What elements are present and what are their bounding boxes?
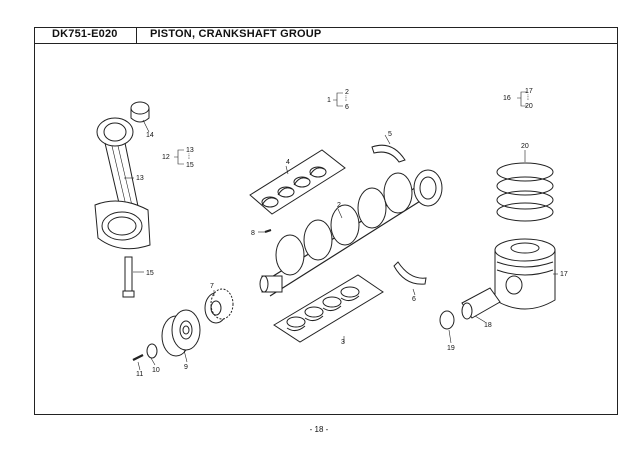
- callout-19: 19: [447, 345, 455, 352]
- callout-4: 4: [286, 159, 290, 166]
- callout-16: 16: [503, 95, 511, 102]
- callout-2-range-start: 2: [345, 89, 349, 96]
- header-divider: [136, 27, 137, 43]
- callout-range-ellipsis-2: ⁞: [527, 95, 529, 102]
- main-bearing-lower-set: [273, 274, 384, 343]
- callout-18: 18: [484, 322, 492, 329]
- callout-7: 7: [210, 283, 214, 290]
- callout-labels: 1 2 ⁞ 6 16 17 ⁞ 20 12 13 ⁞ 15 14 13 15 4…: [136, 88, 568, 378]
- crankshaft-pulley: [161, 309, 201, 357]
- snap-ring: [439, 310, 455, 330]
- callout-3: 3: [341, 339, 345, 346]
- callout-20: 20: [521, 143, 529, 150]
- callout-20-range-end: 20: [525, 103, 533, 110]
- callout-5: 5: [388, 131, 392, 138]
- callout-17: 17: [560, 271, 568, 278]
- callout-6: 6: [412, 296, 416, 303]
- callout-14: 14: [146, 132, 154, 139]
- callout-range-ellipsis: ⁞: [345, 96, 347, 103]
- thrust-washers: [371, 144, 427, 285]
- dowel-pin: [264, 229, 272, 233]
- diagram-frame: [34, 27, 618, 415]
- callout-13-range-start: 13: [186, 147, 194, 154]
- part-group-code: DK751-E020: [52, 28, 118, 40]
- callout-10: 10: [152, 367, 160, 374]
- piston-pin: [461, 287, 501, 320]
- collar: [146, 343, 158, 359]
- callout-9: 9: [184, 364, 188, 371]
- callout-8: 8: [251, 230, 255, 237]
- piston-drawing: [494, 238, 556, 310]
- connecting-rod-drawing: [94, 101, 151, 298]
- crankshaft-drawing: [259, 169, 443, 297]
- page-number: - 18 -: [309, 425, 329, 434]
- callout-range-ellipsis-3: ⁞: [188, 154, 190, 161]
- callout-2: 2: [337, 202, 341, 209]
- main-bearing-upper-set: [249, 149, 346, 215]
- callout-12: 12: [162, 154, 170, 161]
- callout-17-range-start: 17: [525, 88, 533, 95]
- callout-15: 15: [146, 270, 154, 277]
- page-title: PISTON, CRANKSHAFT GROUP: [150, 28, 322, 40]
- pulley-bolt: [132, 354, 144, 361]
- piston-ring-set: [496, 162, 554, 222]
- callout-11: 11: [136, 371, 143, 378]
- crankshaft-gear: [204, 288, 234, 324]
- callout-13: 13: [136, 175, 144, 182]
- callout-1: 1: [327, 97, 331, 104]
- callout-15-range-end: 15: [186, 162, 194, 169]
- header-bar: DK751-E020 PISTON, CRANKSHAFT GROUP: [34, 27, 618, 44]
- leader-lines: [124, 91, 558, 371]
- callout-6-range-end: 6: [345, 104, 349, 111]
